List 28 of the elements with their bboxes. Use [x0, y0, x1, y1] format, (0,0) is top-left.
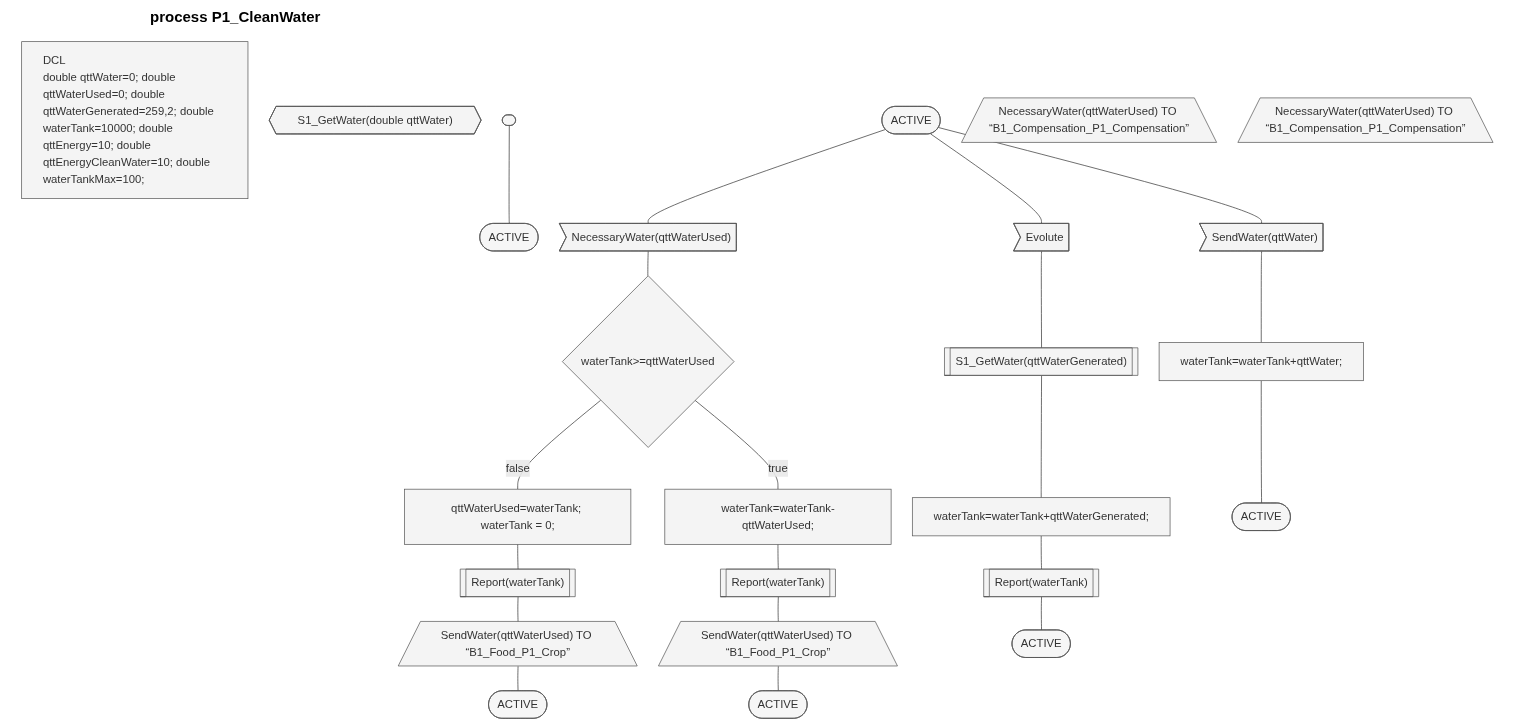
- node-box: DCL double qttWater=0; double qttWaterUsed=0; double qttWaterGenerated=259,2; double waterTank=10000; double qttEnergy=10; double qttEnergyCleanWater=10; double waterTankMax=100;: [20, 41, 248, 199]
- connector: [777, 544, 779, 570]
- connector: [694, 399, 778, 490]
- connector: [1040, 596, 1042, 631]
- connector: [937, 127, 1262, 225]
- node-diamond: waterTank>=qttWaterUsed: [561, 275, 735, 448]
- connector: [1040, 535, 1042, 570]
- connector: [647, 251, 649, 277]
- edge-label: true: [767, 461, 788, 474]
- connector: [517, 665, 519, 692]
- node-box: qttWaterUsed=waterTank; waterTank = 0;: [403, 488, 631, 545]
- connector: [1040, 375, 1042, 499]
- connector: [1040, 251, 1042, 349]
- edge-label: false: [505, 461, 530, 474]
- connector: [517, 399, 601, 490]
- connector: [777, 665, 779, 692]
- diagram-title: process P1_CleanWater: [150, 8, 321, 25]
- connector: [647, 129, 886, 225]
- connector: [517, 544, 519, 570]
- node-box: waterTank=waterTank+qttWater;: [1158, 342, 1364, 382]
- connector: [508, 125, 510, 225]
- node-box: waterTank=waterTank-qttWaterUsed;: [664, 488, 892, 545]
- connector: [1260, 380, 1262, 504]
- connector: [517, 596, 519, 623]
- connector: [1260, 251, 1262, 343]
- connector: [777, 596, 779, 623]
- connector: [929, 133, 1042, 225]
- node-box: waterTank=waterTank+qttWaterGenerated;: [911, 497, 1171, 537]
